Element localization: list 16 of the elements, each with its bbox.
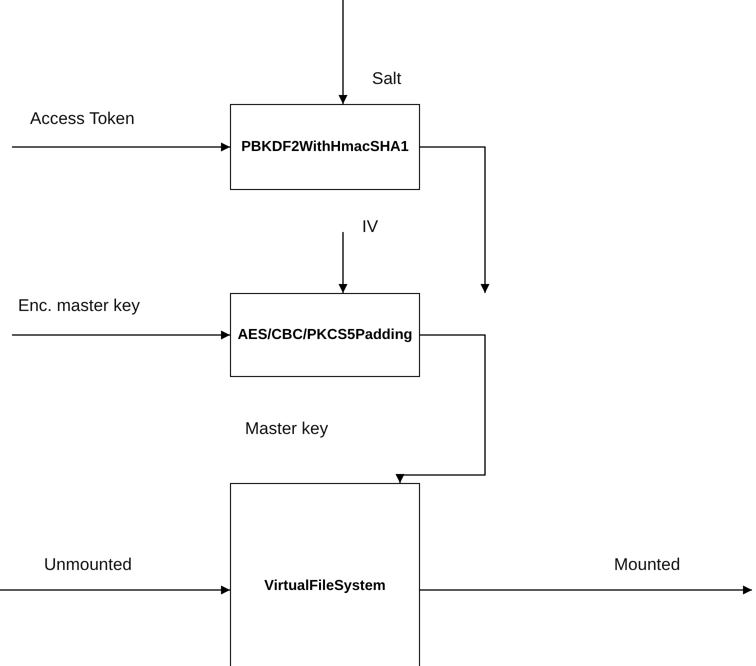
process-name: PBKDF2WithHmacSHA1 — [241, 139, 409, 155]
arrow — [338, 232, 348, 293]
arrow — [338, 0, 348, 104]
arrow — [420, 146, 490, 293]
edge-label: Master key — [245, 420, 328, 439]
arrow — [0, 586, 230, 594]
process-box — [230, 104, 420, 190]
arrow — [420, 586, 752, 594]
edge-label: Enc. master key — [18, 297, 140, 316]
arrow — [12, 142, 230, 152]
process-box — [230, 483, 420, 666]
arrow — [12, 330, 230, 340]
process-name: AES/CBC/PKCS5Padding — [238, 327, 412, 343]
arrow — [396, 334, 486, 483]
process-box — [230, 293, 420, 377]
process-name: VirtualFileSystem — [264, 578, 386, 594]
